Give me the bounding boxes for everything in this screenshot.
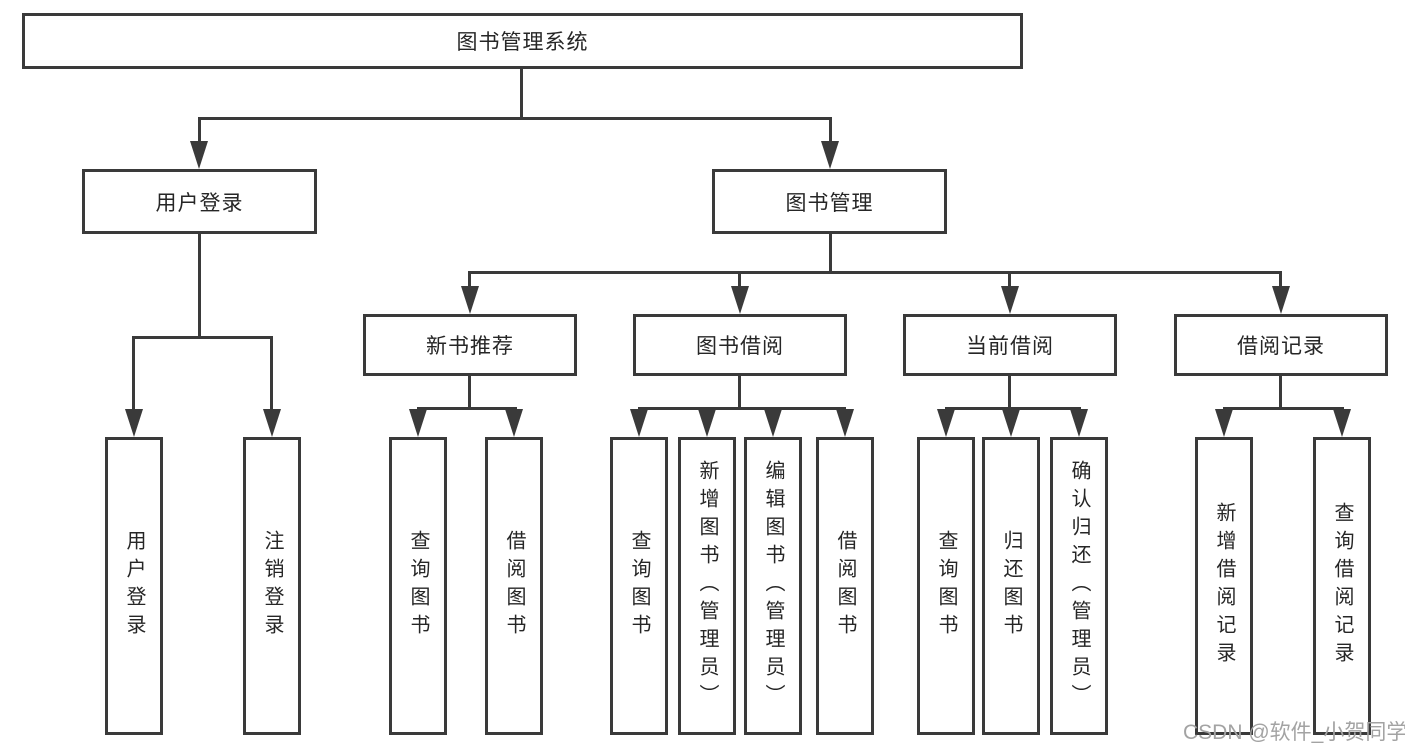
arrow-down-icon bbox=[764, 409, 782, 437]
arrow-down-icon bbox=[630, 409, 648, 437]
connector-line bbox=[829, 234, 832, 271]
connector-line bbox=[638, 407, 846, 410]
connector-line bbox=[1223, 407, 1344, 410]
connector-line bbox=[520, 69, 523, 117]
arrow-down-icon bbox=[836, 409, 854, 437]
arrow-down-icon bbox=[821, 141, 839, 169]
connector-line bbox=[198, 234, 201, 336]
leaf-newbook-query-books: 查询图书 bbox=[389, 437, 447, 735]
arrow-down-icon bbox=[698, 409, 716, 437]
arrow-down-icon bbox=[263, 409, 281, 437]
connector-line bbox=[132, 336, 273, 339]
connector-line bbox=[468, 271, 471, 288]
connector-line bbox=[738, 376, 741, 407]
arrow-down-icon bbox=[461, 286, 479, 314]
connector-line bbox=[198, 117, 201, 143]
connector-line bbox=[468, 271, 1282, 274]
node-root: 图书管理系统 bbox=[22, 13, 1023, 69]
node-book-management: 图书管理 bbox=[712, 169, 947, 234]
leaf-borrow-borrow-books: 借阅图书 bbox=[816, 437, 874, 735]
arrow-down-icon bbox=[409, 409, 427, 437]
connector-line bbox=[132, 336, 135, 410]
leaf-borrow-edit-books-admin: 编辑图书（管理员） bbox=[744, 437, 802, 735]
arrow-down-icon bbox=[1272, 286, 1290, 314]
arrow-down-icon bbox=[1070, 409, 1088, 437]
node-book-borrow: 图书借阅 bbox=[633, 314, 847, 376]
csdn-watermark: CSDN @软件_小贺同学 bbox=[1183, 721, 1405, 744]
leaf-current-return-books: 归还图书 bbox=[982, 437, 1040, 735]
node-user-login: 用户登录 bbox=[82, 169, 317, 234]
connector-line bbox=[1279, 376, 1282, 407]
leaf-current-query-books: 查询图书 bbox=[917, 437, 975, 735]
arrow-down-icon bbox=[1333, 409, 1351, 437]
node-new-book-recommend: 新书推荐 bbox=[363, 314, 577, 376]
arrow-down-icon bbox=[505, 409, 523, 437]
arrow-down-icon bbox=[1215, 409, 1233, 437]
leaf-borrow-add-books-admin: 新增图书（管理员） bbox=[678, 437, 736, 735]
arrow-down-icon bbox=[190, 141, 208, 169]
leaf-borrow-query-books: 查询图书 bbox=[610, 437, 668, 735]
leaf-records-query-record: 查询借阅记录 bbox=[1313, 437, 1371, 735]
connector-line bbox=[829, 117, 832, 143]
leaf-newbook-borrow-books: 借阅图书 bbox=[485, 437, 543, 735]
connector-line bbox=[1008, 376, 1011, 407]
arrow-down-icon bbox=[731, 286, 749, 314]
arrow-down-icon bbox=[1002, 409, 1020, 437]
leaf-user-login: 用户登录 bbox=[105, 437, 163, 735]
connector-line bbox=[468, 376, 471, 407]
leaf-current-confirm-return-admin: 确认归还（管理员） bbox=[1050, 437, 1108, 735]
connector-line bbox=[1279, 271, 1282, 288]
leaf-logout: 注销登录 bbox=[243, 437, 301, 735]
connector-line bbox=[417, 407, 517, 410]
node-borrow-records: 借阅记录 bbox=[1174, 314, 1388, 376]
connector-line bbox=[1008, 271, 1011, 288]
leaf-records-add-record: 新增借阅记录 bbox=[1195, 437, 1253, 735]
connector-line bbox=[198, 117, 832, 120]
node-current-borrow: 当前借阅 bbox=[903, 314, 1117, 376]
connector-line bbox=[270, 336, 273, 410]
connector-line bbox=[945, 407, 1081, 410]
arrow-down-icon bbox=[937, 409, 955, 437]
arrow-down-icon bbox=[125, 409, 143, 437]
connector-line bbox=[738, 271, 741, 288]
arrow-down-icon bbox=[1001, 286, 1019, 314]
